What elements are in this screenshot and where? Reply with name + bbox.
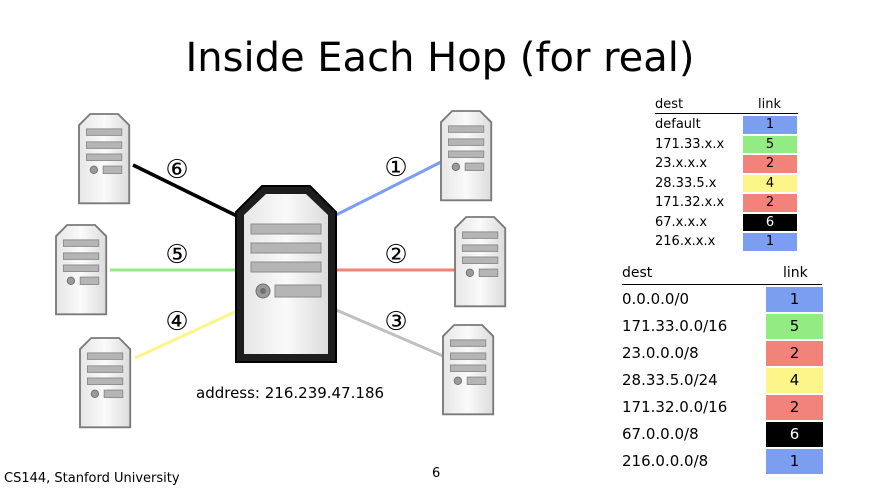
table-row: 171.33.x.x 5: [655, 135, 800, 155]
small-row-link: 5: [743, 135, 797, 153]
small-row-link: 4: [743, 174, 797, 192]
table-row: 171.33.0.0/16 5: [622, 313, 827, 340]
small-row-link: 2: [743, 194, 797, 212]
server-icon-neighbor-3: [442, 324, 495, 416]
small-row-link: 1: [743, 233, 797, 251]
small-row-link: 6: [743, 213, 797, 231]
link-1-line: [333, 160, 442, 218]
table-row: 67.x.x.x 6: [655, 213, 800, 233]
router-address-label: address: 216.239.47.186: [196, 384, 385, 402]
slide-title: Inside Each Hop (for real): [185, 35, 695, 81]
table-row: 28.33.5.x 4: [655, 174, 800, 194]
small-row-dest: 23.x.x.x: [655, 156, 708, 171]
server-icon-neighbor-5: [55, 224, 108, 316]
large-table-link-header: link: [783, 265, 808, 281]
large-row-dest: 171.32.0.0/16: [622, 398, 728, 416]
table-row: 171.32.0.0/16 2: [622, 394, 827, 421]
large-row-link: 4: [766, 368, 823, 393]
large-row-dest: 23.0.0.0/8: [622, 344, 699, 362]
link-1-label: ①: [384, 153, 407, 183]
page-number: 6: [432, 466, 441, 481]
small-row-dest: default: [655, 117, 701, 132]
table-row: default 1: [655, 115, 800, 135]
small-row-dest: 216.x.x.x: [655, 234, 716, 249]
small-row-link: 1: [743, 116, 797, 134]
large-row-link: 5: [766, 314, 823, 339]
link-2-label: ②: [384, 240, 407, 270]
router-server-icon: [235, 185, 337, 363]
routing-table-small: dest link default 1 171.33.x.x 5 23.x.x.…: [655, 96, 800, 256]
link-4-line: [134, 309, 238, 360]
footer-text: CS144, Stanford University: [4, 471, 180, 486]
large-row-link: 1: [766, 287, 823, 312]
small-row-dest: 171.33.x.x: [655, 136, 725, 152]
table-row: 23.x.x.x 2: [655, 154, 800, 174]
table-row: 28.33.5.0/24 4: [622, 367, 827, 394]
link-3-line: [333, 307, 444, 358]
link-3-label: ③: [384, 307, 407, 337]
large-row-link: 2: [766, 395, 823, 420]
small-row-dest: 28.33.5.x: [655, 175, 717, 191]
large-row-link: 2: [766, 341, 823, 366]
table-row: 0.0.0.0/0 1: [622, 286, 827, 313]
table-row: 171.32.x.x 2: [655, 193, 800, 213]
large-row-dest: 28.33.5.0/24: [622, 371, 718, 389]
large-table-dest-header: dest: [622, 265, 653, 281]
large-table-header-rule: [622, 284, 822, 285]
large-row-link: 6: [766, 422, 823, 447]
table-row: 216.x.x.x 1: [655, 232, 800, 252]
link-5-label: ⑤: [165, 240, 188, 270]
small-table-header-rule: [655, 113, 798, 114]
large-row-dest: 67.0.0.0/8: [622, 425, 699, 443]
table-row: 67.0.0.0/8 6: [622, 421, 827, 448]
server-icon-neighbor-6: [78, 113, 131, 205]
small-row-link: 2: [743, 155, 797, 173]
link-4-label: ④: [165, 307, 188, 337]
link-6-label: ⑥: [165, 155, 188, 185]
server-icon-neighbor-4: [79, 337, 132, 429]
server-icon-neighbor-1: [440, 110, 493, 202]
routing-table-large: dest link 0.0.0.0/0 1 171.33.0.0/16 5 23…: [622, 263, 827, 478]
small-table-dest-header: dest: [655, 97, 684, 112]
large-row-dest: 171.33.0.0/16: [622, 317, 728, 335]
small-row-dest: 171.32.x.x: [655, 195, 725, 210]
table-row: 216.0.0.0/8 1: [622, 448, 827, 475]
large-row-link: 1: [766, 449, 823, 474]
link-6-line: [132, 163, 238, 218]
small-table-link-header: link: [758, 97, 781, 112]
server-icon-neighbor-2: [454, 216, 507, 308]
large-row-dest: 216.0.0.0/8: [622, 452, 709, 470]
table-row: 23.0.0.0/8 2: [622, 340, 827, 367]
large-row-dest: 0.0.0.0/0: [622, 290, 690, 308]
small-row-dest: 67.x.x.x: [655, 214, 708, 230]
